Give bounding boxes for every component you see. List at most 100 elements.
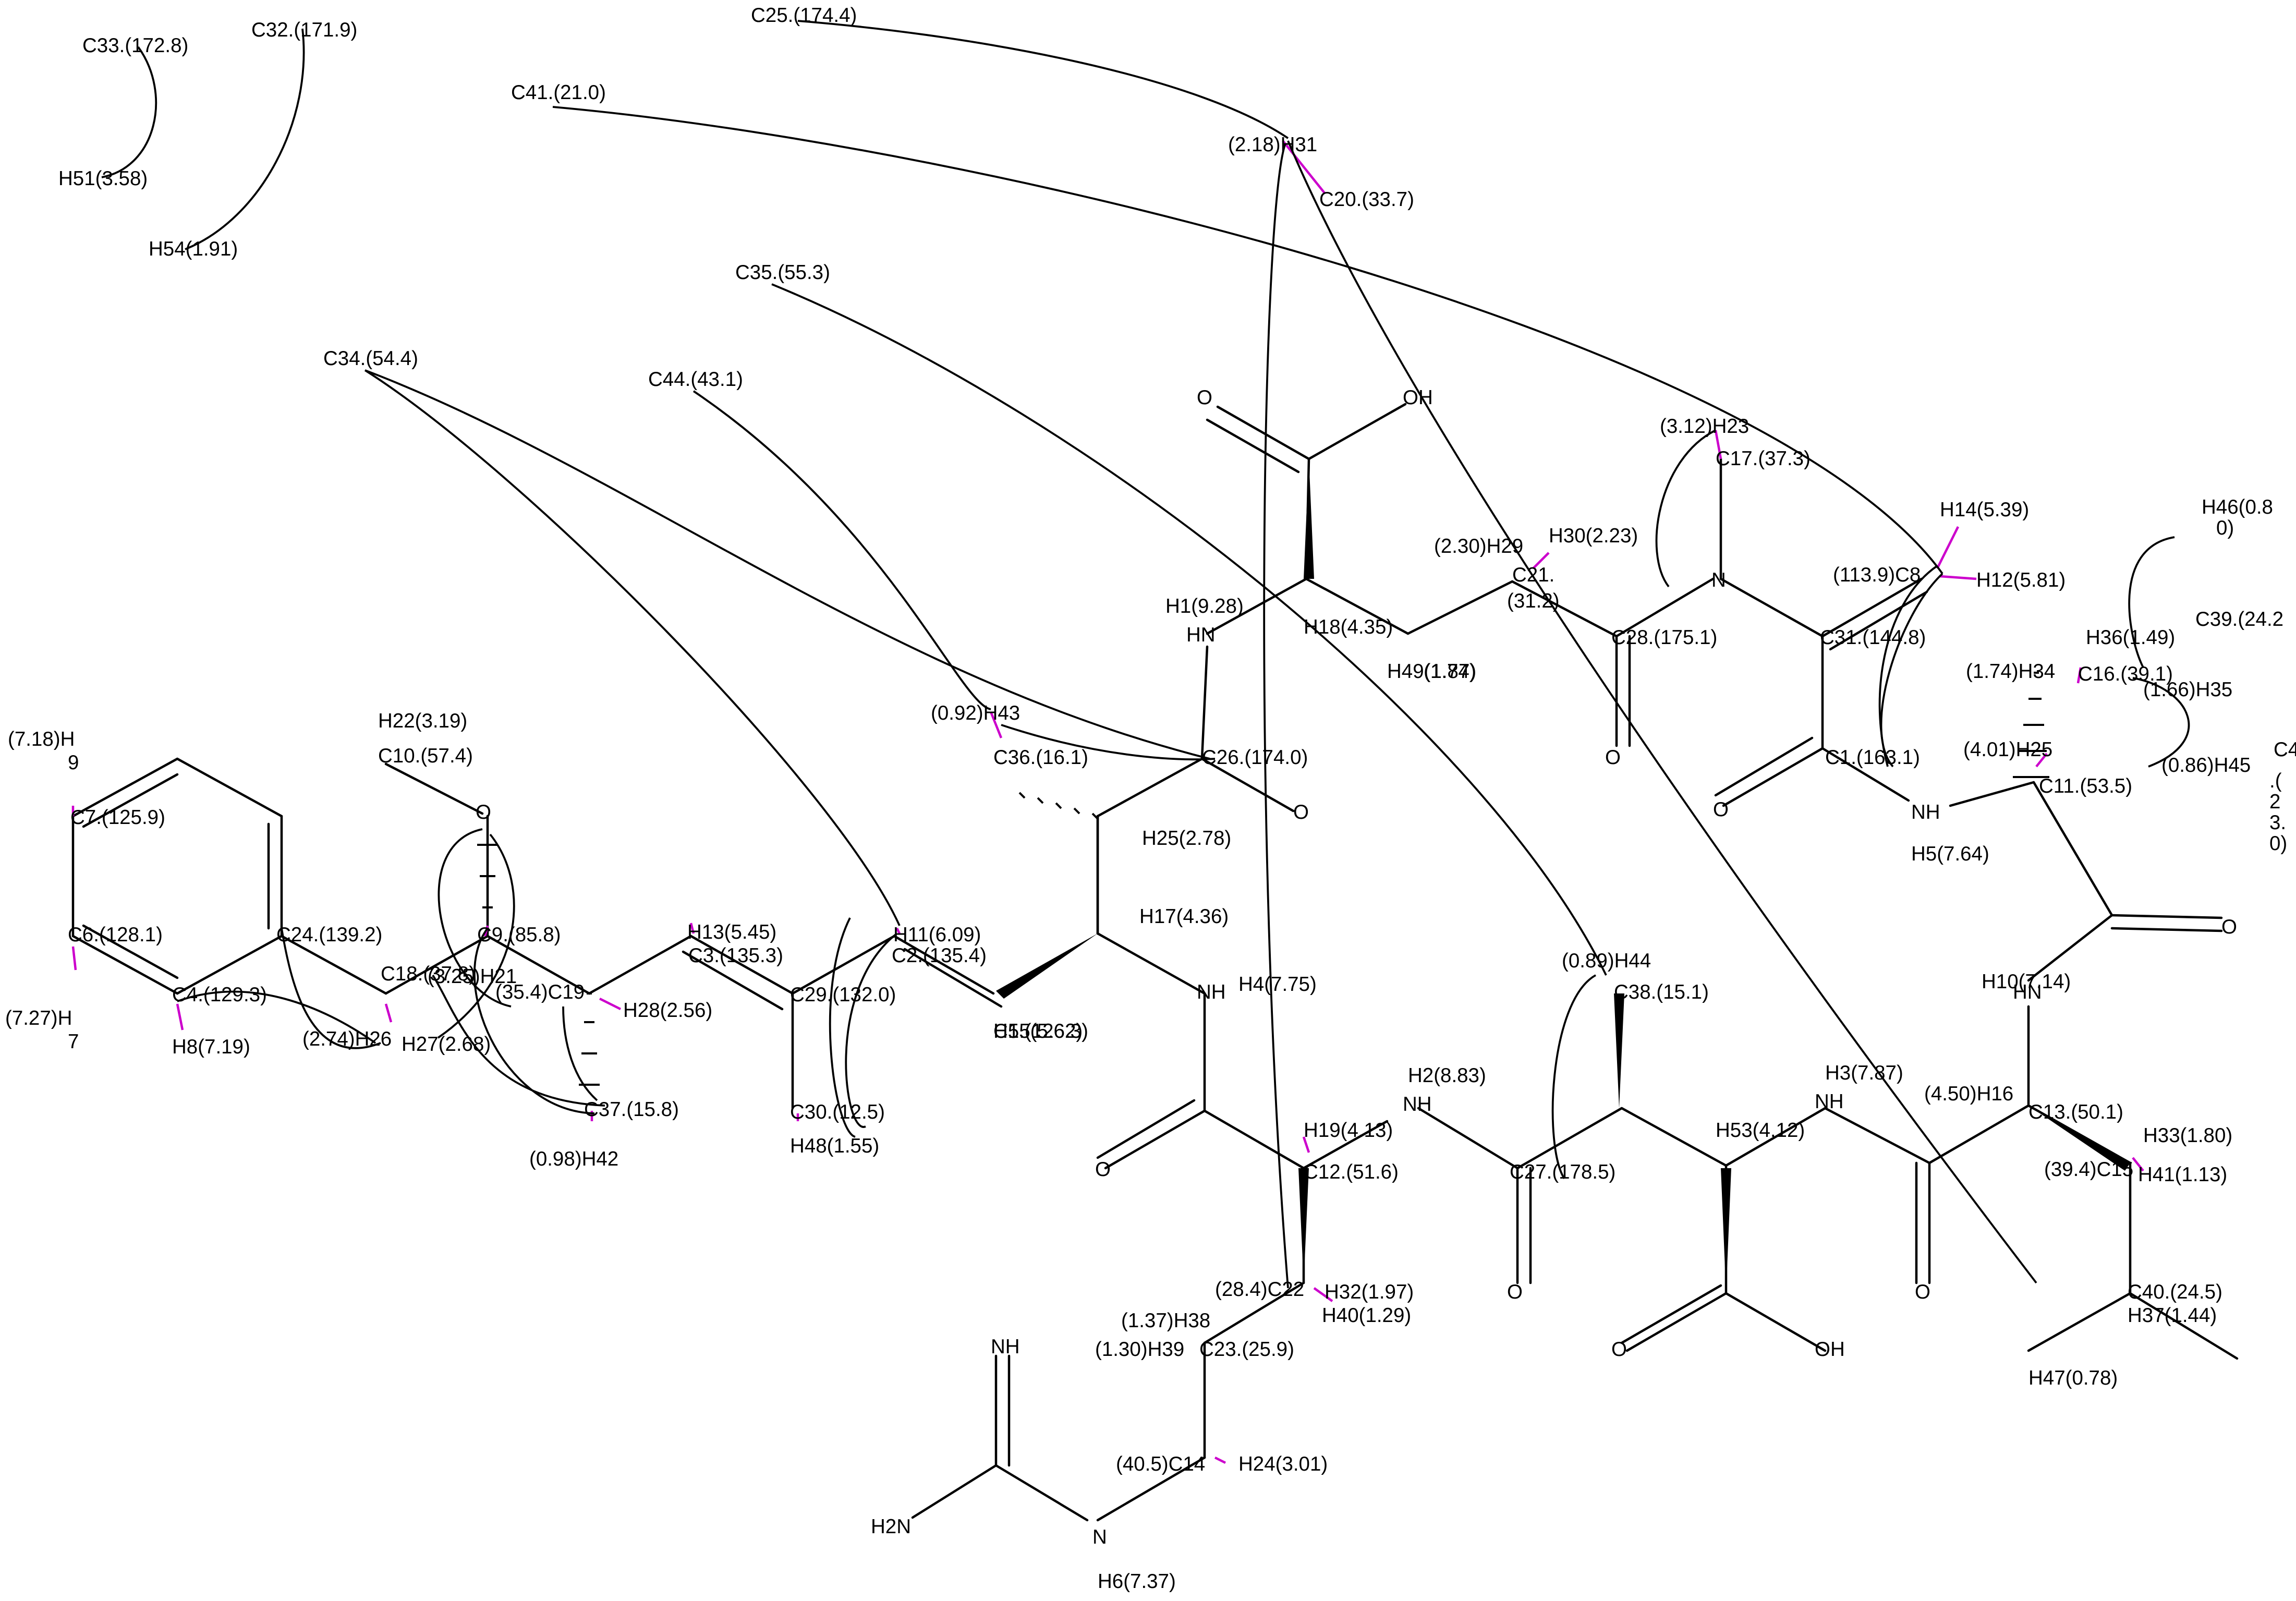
label-o-c12: O bbox=[1095, 1158, 1111, 1181]
label-c21v: (31.2) bbox=[1507, 590, 1560, 612]
label-c10: C10.(57.4) bbox=[378, 745, 473, 767]
label-o-c1: O bbox=[1713, 798, 1729, 821]
label-c6: C6.(128.1) bbox=[68, 924, 163, 946]
label-n-guan: N bbox=[1092, 1526, 1107, 1548]
label-c37: C37.(15.8) bbox=[584, 1098, 679, 1121]
label-c42v3: 3. bbox=[2269, 811, 2286, 834]
label-h12: H12(5.81) bbox=[1976, 569, 2066, 591]
label-c39: C39.(24.2 bbox=[2195, 608, 2283, 630]
label-h24: H24(3.01) bbox=[1238, 1453, 1328, 1475]
label-c14: (40.5)C14 bbox=[1116, 1453, 1205, 1475]
label-o-top: O bbox=[1197, 386, 1212, 409]
label-nh-c1: NH bbox=[1911, 801, 1940, 823]
label-h19: H19(4.13) bbox=[1304, 1119, 1393, 1142]
label-c32: C32.(171.9) bbox=[251, 19, 357, 41]
label-oh-top: OH bbox=[1403, 386, 1433, 409]
label-h32: H32(1.97) bbox=[1325, 1281, 1414, 1303]
label-o-me: O bbox=[476, 801, 491, 823]
label-c36: C36.(16.1) bbox=[993, 746, 1088, 769]
label-h48: H48(1.55) bbox=[790, 1135, 879, 1157]
label-c38: C38.(15.1) bbox=[1614, 981, 1709, 1003]
bond-lines bbox=[71, 403, 2239, 1522]
label-h17: H17(4.36) bbox=[1139, 905, 1229, 928]
label-c40: C40.(24.5) bbox=[2128, 1281, 2222, 1303]
atom-labels: C33.(172.8) H51(3.58) C32.(171.9) H54(1.… bbox=[5, 4, 2296, 1593]
h-bonds bbox=[71, 140, 2144, 1464]
label-c9: C9.(85.8) bbox=[477, 924, 561, 946]
label-o-c27: O bbox=[1507, 1281, 1523, 1303]
label-c34: C34.(54.4) bbox=[323, 347, 418, 370]
label-h14: H14(5.39) bbox=[1940, 499, 2029, 521]
label-o-c28: O bbox=[1605, 746, 1621, 769]
label-c24: C24.(139.2) bbox=[276, 924, 382, 946]
label-h53: H53(4.12) bbox=[1716, 1119, 1805, 1142]
label-h34: (1.74)H34 bbox=[1966, 660, 2055, 683]
label-h42: (0.98)H42 bbox=[529, 1148, 618, 1170]
label-h8: H8(7.19) bbox=[172, 1036, 250, 1058]
label-h46b: 0) bbox=[2216, 517, 2234, 539]
label-h5: H5(7.64) bbox=[1911, 843, 1989, 865]
label-h15: H15(5.62) bbox=[993, 1020, 1083, 1042]
label-o-asp: O bbox=[1611, 1338, 1627, 1361]
label-h1: H1(9.28) bbox=[1165, 595, 1244, 617]
hash-bonds bbox=[477, 672, 2049, 1086]
label-c42: C42 bbox=[2274, 738, 2296, 761]
label-c7: C7.(125.9) bbox=[70, 806, 165, 829]
label-nh-h3: NH bbox=[1815, 1090, 1844, 1113]
label-h9: (7.18)H bbox=[8, 728, 75, 750]
label-o-c26: O bbox=[1293, 801, 1309, 823]
label-c16: C16.(39.1) bbox=[2078, 663, 2173, 685]
label-h51: H51(3.58) bbox=[58, 167, 148, 190]
label-c42v4: 0) bbox=[2269, 832, 2287, 855]
label-h29: (2.30)H29 bbox=[1434, 535, 1523, 557]
label-c42v1: .( bbox=[2269, 770, 2282, 792]
label-h11: H11(6.09) bbox=[893, 924, 981, 946]
label-c4: C4.(129.3) bbox=[172, 984, 267, 1006]
label-h4: H4(7.75) bbox=[1238, 973, 1317, 996]
label-c44: C44.(43.1) bbox=[648, 368, 743, 391]
label-h37: H37(1.44) bbox=[2128, 1304, 2217, 1327]
label-h38: (1.37)H38 bbox=[1121, 1309, 1210, 1332]
label-h2: H2(8.83) bbox=[1408, 1064, 1486, 1087]
label-c2: C2.(135.4) bbox=[892, 944, 987, 967]
label-h7s: 7 bbox=[68, 1030, 79, 1053]
label-c35: C35.(55.3) bbox=[735, 261, 830, 284]
label-c3: C3.(135.3) bbox=[688, 944, 783, 967]
label-h28: H28(2.56) bbox=[623, 999, 712, 1022]
label-h43: (0.92)H43 bbox=[931, 702, 1020, 724]
label-h49: H49(1.87) bbox=[1387, 660, 1476, 683]
label-c11: C11.(53.5) bbox=[2039, 775, 2132, 797]
label-h18: H18(4.35) bbox=[1304, 616, 1393, 638]
label-h10: H10(7.14) bbox=[1982, 971, 2071, 993]
label-h27: H27(2.68) bbox=[402, 1033, 491, 1056]
label-h31: (2.18)H31 bbox=[1228, 134, 1317, 156]
label-h44: (0.89)H44 bbox=[1562, 950, 1651, 972]
label-c28: C28.(175.1) bbox=[1611, 626, 1717, 649]
label-c13: C13.(50.1) bbox=[2028, 1101, 2123, 1123]
label-h22: H22(3.19) bbox=[378, 710, 467, 732]
label-c18: C18.(37.8) bbox=[381, 963, 476, 985]
wedge-bonds bbox=[996, 459, 2130, 1293]
label-h3: H3(7.87) bbox=[1825, 1062, 1903, 1084]
label-h21: (3.25)H21 bbox=[428, 965, 517, 988]
label-nh-h2: NH bbox=[1403, 1093, 1432, 1115]
label-h45: (0.86)H45 bbox=[2161, 754, 2251, 777]
label-c8: (113.9)C8 bbox=[1833, 564, 1921, 586]
label-c15: (39.4)C15 bbox=[2044, 1158, 2133, 1181]
label-h25a: (4.01)H25 bbox=[1963, 738, 2052, 761]
label-h30: H30(2.23) bbox=[1549, 525, 1638, 547]
label-nh-h1: HN bbox=[1186, 624, 1216, 646]
label-h41: H41(1.13) bbox=[2138, 1163, 2227, 1186]
label-h16: (4.50)H16 bbox=[1924, 1083, 2013, 1105]
label-h46a: H46(0.8 bbox=[2202, 496, 2273, 518]
label-c42v2: 2 bbox=[2269, 791, 2280, 813]
label-h39: (1.30)H39 bbox=[1095, 1338, 1184, 1361]
label-c33: C33.(172.8) bbox=[82, 34, 188, 57]
label-c25: C25.(174.4) bbox=[751, 4, 857, 27]
label-oh-asp: OH bbox=[1815, 1338, 1845, 1361]
label-h25b: H25(2.78) bbox=[1142, 827, 1231, 850]
label-c1: C1.(163.1) bbox=[1825, 746, 1920, 769]
label-o-c11: O bbox=[2221, 916, 2237, 938]
label-c19: (35.4)C19 bbox=[495, 981, 585, 1003]
